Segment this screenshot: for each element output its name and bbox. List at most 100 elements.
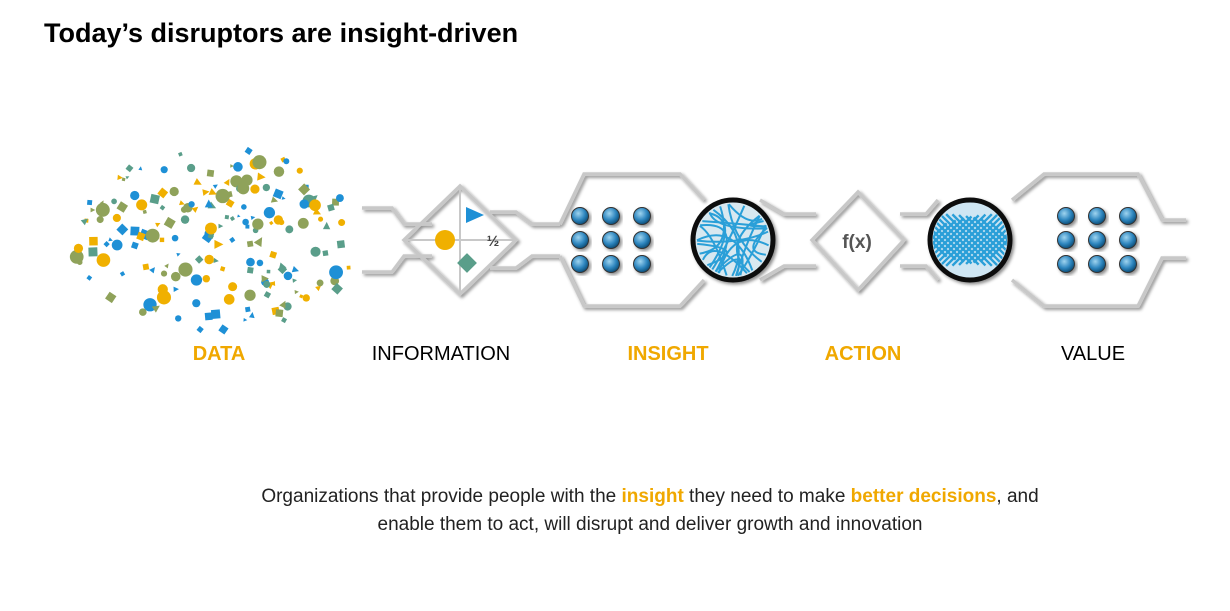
tagline-highlight-insight: insight [621,486,684,507]
data-point [246,240,254,248]
data-point [96,216,104,224]
data-point [266,269,271,274]
data-point [159,204,166,211]
data-point [283,302,292,311]
data-point [269,250,278,259]
data-point [196,325,204,334]
data-point [176,253,181,257]
tagline-highlight-decisions: better decisions [850,486,997,507]
grid-dot [1057,231,1075,249]
data-point [103,240,110,248]
data-point [180,206,188,213]
data-point [208,188,217,195]
data-point [213,257,219,263]
square-icon [457,253,477,273]
data-point [297,217,309,229]
grid-dot [571,255,589,273]
data-point [138,166,143,171]
data-point [253,237,263,248]
data-point [186,163,196,173]
data-point [204,254,214,265]
data-point [229,216,235,222]
data-point [214,239,224,249]
data-point [241,204,247,210]
data-point [250,184,260,194]
data-point [204,199,213,208]
data-point [257,172,266,181]
data-point [151,305,160,313]
stage-label-value: VALUE [1060,343,1126,365]
data-point [188,201,195,208]
data-point [219,266,226,272]
data-point [149,267,155,274]
data-point [244,289,256,301]
data-point [180,215,190,224]
grid-dot [1057,207,1075,225]
data-point [191,206,199,213]
data-point [312,207,322,215]
data-point [80,218,88,226]
data-point [171,234,179,242]
data-point [250,215,256,220]
data-point [130,226,140,236]
data-point [99,200,104,206]
page-title: Today’s disruptors are insight-driven [44,18,519,48]
data-point [244,146,253,155]
data-point [190,274,203,286]
data-point [192,299,201,308]
data-point [145,228,160,243]
data-point [139,308,147,316]
data-point [121,177,126,182]
data-point [327,203,335,212]
data-point [269,220,274,226]
data-point [178,262,193,277]
data-point [160,166,168,174]
data-point [156,290,172,305]
grid-dot [1119,255,1137,273]
data-point [273,166,285,177]
data-point [246,266,254,274]
data-point [281,317,288,324]
data-point [283,158,290,165]
data-point [73,243,84,254]
data-point [76,259,83,265]
tagline-text-3: , and [996,486,1039,507]
data-point [338,219,346,227]
data-point [130,241,139,250]
circle-icon [435,230,455,250]
data-point [193,178,202,185]
data-point [111,198,117,205]
data-point [178,151,183,157]
data-point [263,207,276,219]
data-point [170,271,181,282]
data-point [228,282,238,292]
data-point [285,225,294,234]
data-point [252,218,264,230]
grid-dot [1088,255,1106,273]
data-point [125,164,134,173]
data-point [142,263,150,271]
data-point [237,214,241,218]
function-label: f(x) [842,232,872,253]
data-point [237,182,250,195]
grid-dot [633,231,651,249]
data-point [248,312,255,319]
data-point [261,275,269,283]
data-point [229,236,236,243]
grid-dot [633,207,651,225]
grid-dot [571,231,589,249]
grid-dot [1119,231,1137,249]
data-point [212,184,218,189]
data-point [95,202,110,217]
data-point [299,199,309,209]
data-point [117,174,123,180]
data-point [256,259,264,267]
stage-label-information: INFORMATION [371,343,511,365]
data-point [108,237,113,242]
data-point [223,294,235,305]
data-point [233,162,243,172]
information-diamond: ½ [404,186,516,294]
data-point [173,286,179,292]
tagline: Organizations that provide people with t… [150,483,1150,539]
